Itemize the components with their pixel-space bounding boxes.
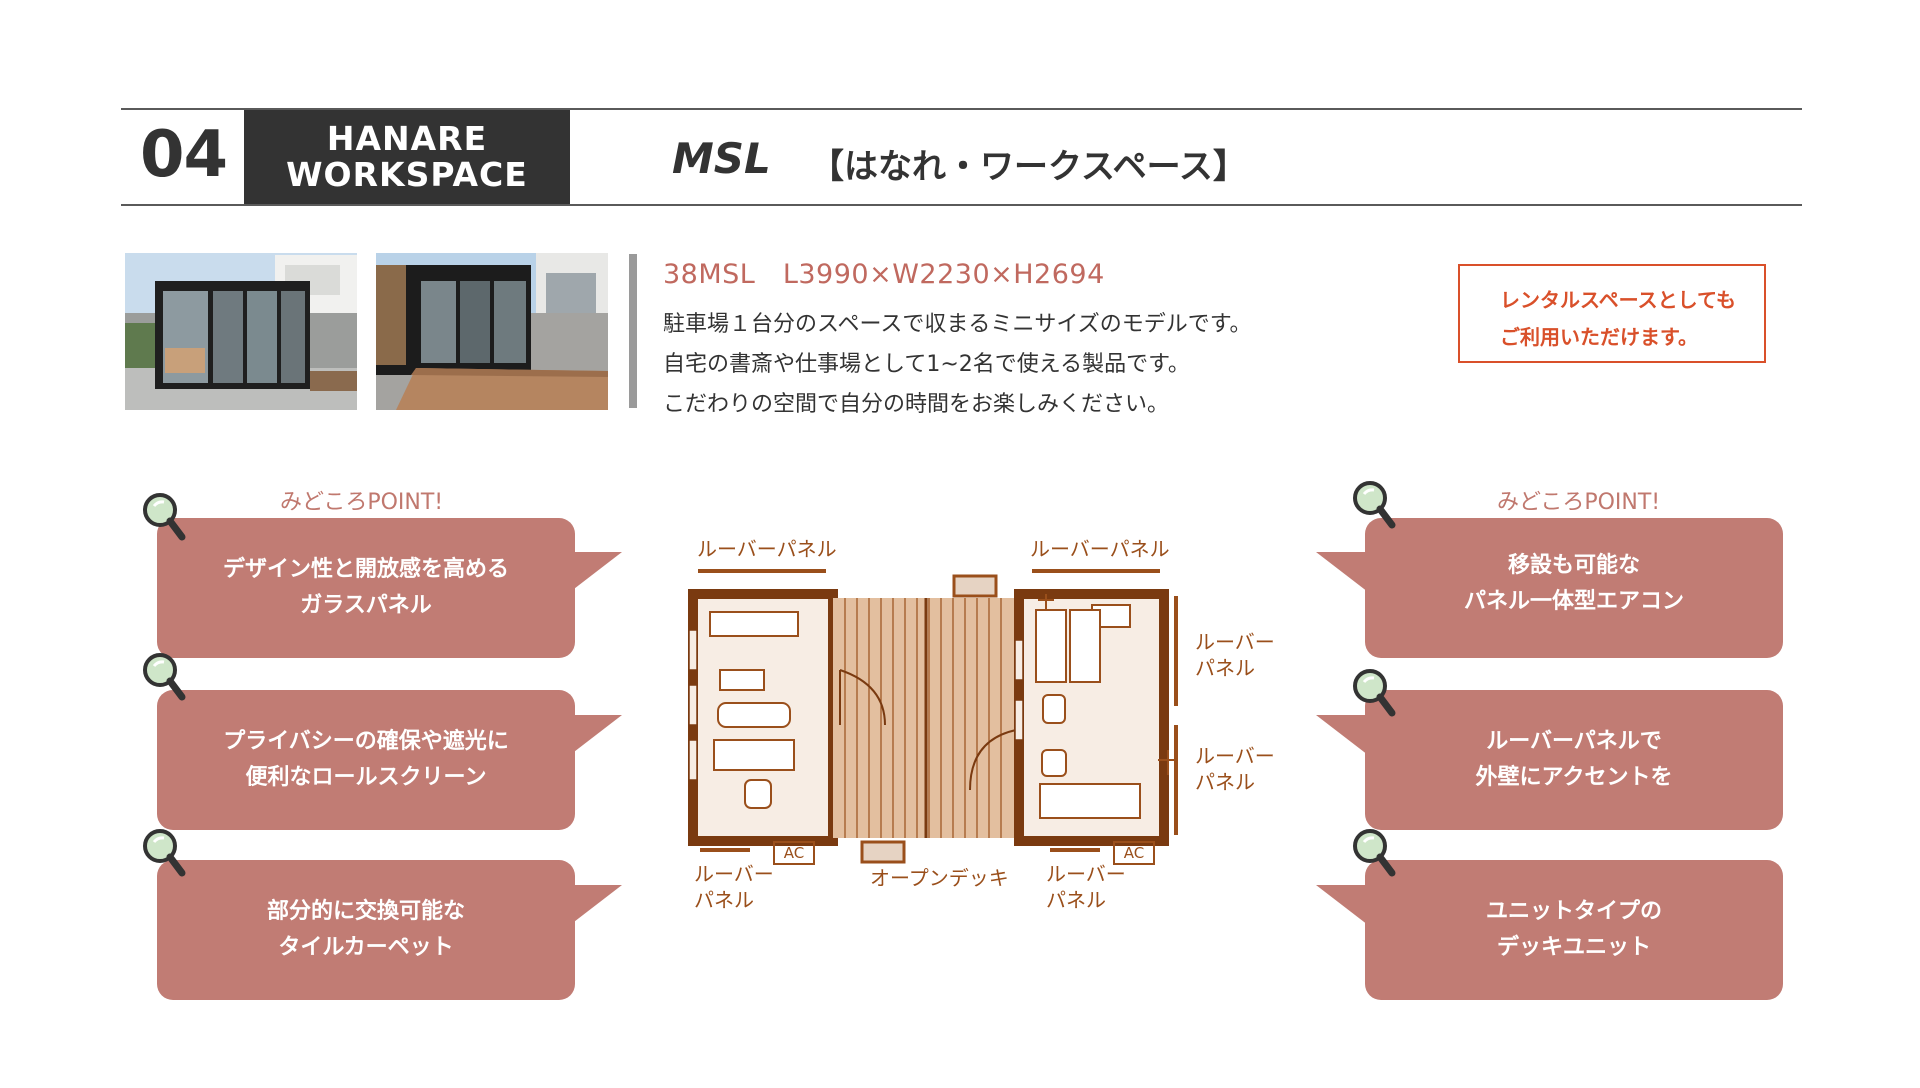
floor-plan [688,569,1178,864]
point-line-1: 部分的に交換可能な [266,899,465,924]
point-bubble-deck-unit: ユニットタイプの デッキユニット [1365,860,1783,1000]
bubble-tail [1316,715,1368,755]
description-line: こだわりの空間で自分の時間をお楽しみください。 [663,392,1170,417]
header-top-rule [121,108,1802,110]
category-box: HANARE WORKSPACE [244,110,570,204]
label-louver-top-left: ルーバーパネル [697,537,837,561]
label-open-deck: オープンデッキ [870,866,1009,890]
bubble-tail [570,715,622,755]
page-subtitle: 【はなれ・ワークスペース】 [810,147,1247,187]
category-line-1: HANARE [326,119,488,158]
label-louver-right-upper-2: パネル [1195,656,1255,680]
label-ac-left: AC [773,841,815,865]
point-bubble-glass-panel: デザイン性と開放感を高める ガラスパネル [157,518,575,658]
point-line-2: タイルカーペット [278,935,454,960]
point-bubble-aircon: 移設も可能な パネル一体型エアコン [1365,518,1783,658]
magnifier-icon [143,653,186,701]
label-ac-right: AC [1113,841,1155,865]
points-heading-right: みどころPOINT! [1497,490,1661,515]
point-bubble-louver: ルーバーパネルで 外壁にアクセントを [1365,690,1783,830]
point-line-1: ルーバーパネルで [1486,729,1662,754]
label-louver-bottom-left-2: パネル [694,888,754,912]
product-photo-front [125,253,357,410]
points-heading-left: みどころPOINT! [280,490,444,515]
label-louver-right-upper-1: ルーバー [1195,630,1275,654]
point-line-2: 外壁にアクセントを [1475,765,1673,790]
bubble-tail [1316,885,1368,925]
point-line-1: 移設も可能な [1507,553,1640,578]
rental-note-line-2: ご利用いただけます。 [1500,325,1698,349]
bubble-tail [1316,552,1368,592]
label-louver-bottom-right-1: ルーバー [1046,862,1126,886]
spec-accent-bar [629,254,637,408]
point-bubble-roll-screen: プライバシーの確保や遮光に 便利なロールスクリーン [157,690,575,830]
point-line-1: デザイン性と開放感を高める [222,557,509,582]
point-line-2: 便利なロールスクリーン [245,765,487,790]
magnifier-icon [143,493,186,541]
magnifier-icon [143,829,186,877]
description-line: 駐車場１台分のスペースで収まるミニサイズのモデルです。 [663,312,1252,337]
model-name: MSL [672,134,771,183]
product-photo-deck [376,253,608,410]
point-bubble-tile-carpet: 部分的に交換可能な タイルカーペット [157,860,575,1000]
point-line-1: ユニットタイプの [1485,899,1662,924]
category-line-2: WORKSPACE [286,155,528,194]
section-number: 04 [140,118,228,192]
point-line-2: デッキユニット [1496,935,1651,960]
label-louver-bottom-left-1: ルーバー [694,862,774,886]
magnifier-icon [1353,481,1396,529]
point-line-2: ガラスパネル [300,593,432,618]
description-line: 自宅の書斎や仕事場として1~2名で使える製品です。 [663,352,1190,377]
bubble-tail [570,552,622,592]
label-louver-top-right: ルーバーパネル [1030,537,1170,561]
rental-note-box: レンタルスペースとしても ご利用いただけます。 [1458,264,1766,363]
rental-note-line-1: レンタルスペースとしても [1500,288,1736,312]
label-louver-right-lower-2: パネル [1195,770,1255,794]
point-line-1: プライバシーの確保や遮光に [223,729,509,754]
spec-dimensions: 38MSL L3990×W2230×H2694 [663,259,1105,290]
magnifier-icon [1353,829,1396,877]
label-louver-bottom-right-2: パネル [1046,888,1106,912]
label-louver-right-lower-1: ルーバー [1195,744,1275,768]
magnifier-icon [1353,669,1396,717]
header-bottom-rule [121,204,1802,206]
point-line-2: パネル一体型エアコン [1463,589,1684,614]
bubble-tail [570,885,622,925]
